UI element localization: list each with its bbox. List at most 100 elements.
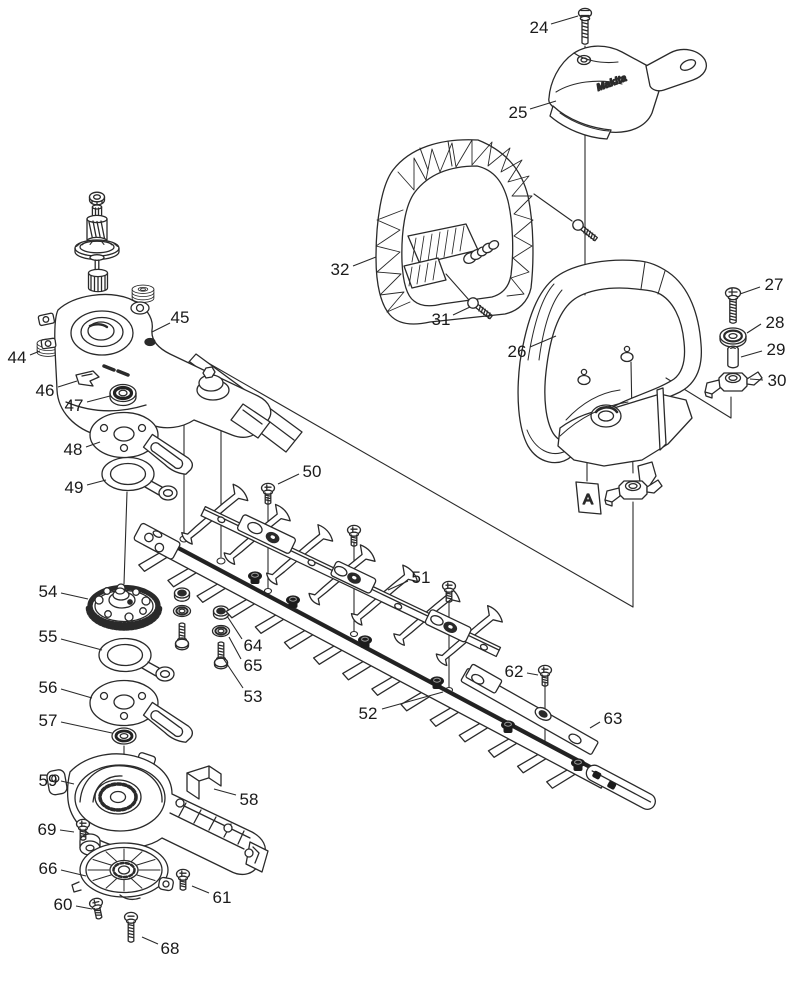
part-label-46: 46 (36, 381, 55, 400)
annotation-a-box: A (575, 481, 602, 515)
nut-a (173, 587, 191, 602)
part-68-screw (123, 911, 139, 943)
part-labels: 24 25 26 27 28 29 30 31 32 44 45 46 47 48 49 50 51 52 53 54… (8, 18, 787, 958)
leader-68 (141, 936, 159, 945)
leader-45 (151, 322, 171, 333)
part-label-68: 68 (161, 939, 180, 958)
leader-64 (226, 615, 243, 640)
leader-24 (550, 15, 579, 25)
leader-52 (381, 691, 444, 710)
part-label-47: 47 (65, 396, 84, 415)
leader-49 (86, 479, 107, 486)
armature-assembly (74, 191, 120, 293)
part-56-plate (89, 679, 199, 746)
part-52-blade (133, 522, 656, 811)
part-label-48: 48 (64, 440, 83, 459)
leader-57 (60, 721, 113, 734)
leader-27 (739, 286, 761, 295)
part-24-screw (577, 7, 593, 45)
leader-53 (222, 657, 244, 689)
washer-a (172, 604, 192, 618)
part-label-64: 64 (244, 636, 263, 655)
part-29-sleeve (727, 345, 739, 369)
part-58-clip (186, 765, 222, 800)
part-32-loop-handle (375, 139, 573, 325)
leader-31 (452, 306, 471, 316)
leader-69 (59, 829, 75, 833)
leader-28 (746, 323, 762, 334)
part-label-30: 30 (768, 371, 787, 390)
part-62-screw (537, 664, 553, 687)
part-61-screw (175, 868, 191, 891)
leader-63 (589, 721, 601, 729)
part-28-washer (719, 327, 747, 348)
leader-55 (60, 638, 103, 651)
leader-56 (60, 688, 93, 699)
part-54-gear (85, 583, 163, 631)
part-46-clip (75, 370, 100, 387)
part-30-wing-nut (704, 371, 763, 399)
leader-46 (57, 380, 78, 388)
part-65-washer (211, 624, 231, 638)
part-47-bearing (109, 383, 137, 407)
part-45-gear-housing (37, 293, 303, 453)
leader-62 (526, 672, 539, 676)
part-label-62: 62 (505, 662, 524, 681)
leader-61 (191, 885, 210, 894)
leader-54 (60, 592, 89, 600)
blade-nut-1 (247, 570, 263, 585)
leader-58 (213, 788, 237, 796)
leader-48 (85, 441, 101, 448)
leader-30 (749, 378, 764, 381)
leader-25 (529, 100, 557, 110)
part-label-51: 51 (412, 568, 431, 587)
part-50-screw (260, 482, 276, 505)
part-label-49: 49 (65, 478, 84, 497)
leader-44 (29, 350, 41, 356)
part-label-65: 65 (244, 656, 263, 675)
part-label-27: 27 (765, 275, 784, 294)
part-label-25: 25 (509, 103, 528, 122)
leader-66 (60, 869, 87, 877)
leader-26 (529, 335, 557, 348)
part-66-cover (71, 833, 174, 901)
part-26-loop-handle (517, 259, 703, 489)
part-25-cover: Makita (548, 45, 708, 140)
part-label-54: 54 (39, 582, 58, 601)
part-label-45: 45 (171, 308, 190, 327)
leader-lines (29, 15, 764, 945)
part-label-56: 56 (39, 678, 58, 697)
part-label-28: 28 (766, 313, 785, 332)
part-51-guard-bar (177, 481, 505, 671)
part-label-50: 50 (303, 462, 322, 481)
part-label-55: 55 (39, 627, 58, 646)
part-63-plate (460, 663, 599, 755)
bar-screw-2 (346, 524, 362, 547)
part-label-53: 53 (244, 687, 263, 706)
part-label-60: 60 (54, 895, 73, 914)
part-label-32: 32 (331, 260, 350, 279)
leader-47 (86, 395, 111, 403)
part-label-63: 63 (604, 709, 623, 728)
part-53-screw (213, 641, 229, 670)
part-label-31: 31 (432, 310, 451, 329)
part-label-59: 59 (39, 771, 58, 790)
part-label-58: 58 (240, 790, 259, 809)
leader-51 (387, 580, 409, 591)
part-label-52: 52 (359, 704, 378, 723)
part-label-24: 24 (530, 18, 549, 37)
leader-65 (228, 636, 242, 660)
leader-32 (352, 256, 377, 267)
part-64-nut (212, 605, 230, 620)
part-55-retainer (98, 637, 175, 682)
part-label-57: 57 (39, 711, 58, 730)
part-27-screw (724, 287, 742, 324)
part-label-44: 44 (8, 348, 27, 367)
part-label-29: 29 (767, 340, 786, 359)
leader-50 (277, 473, 300, 485)
part-44-cushion-b (131, 284, 155, 303)
part-label-26: 26 (508, 342, 527, 361)
leader-59 (60, 780, 75, 785)
part-57-washer (111, 727, 137, 745)
